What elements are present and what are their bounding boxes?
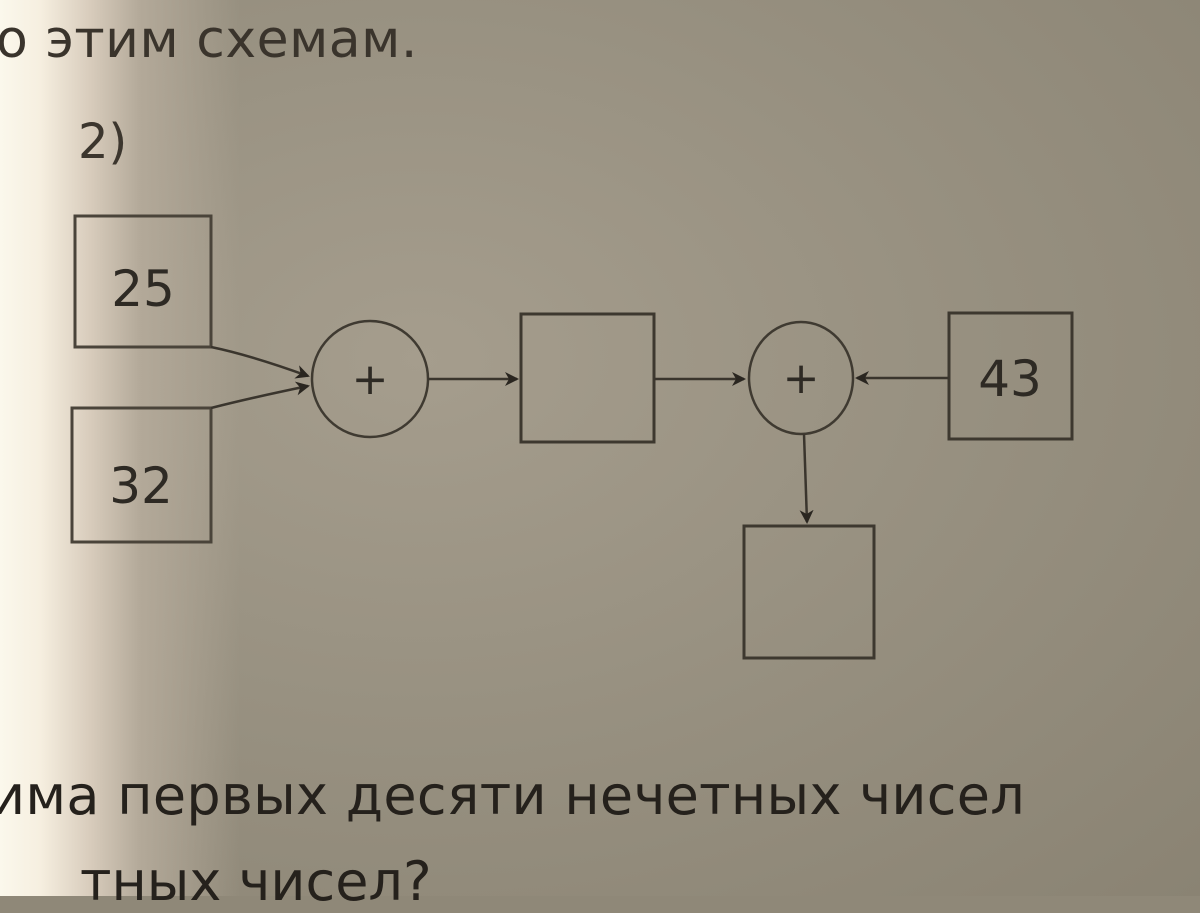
question-text-line2: тных чисел? <box>80 850 432 913</box>
input-box-25: 25 <box>73 214 213 349</box>
arrow-icon <box>799 433 814 524</box>
arrow-icon <box>210 345 310 379</box>
plus-operator-1: + <box>310 319 430 439</box>
question-text-line1: има первых десяти нечетных чисел <box>0 764 1026 827</box>
input-value: 25 <box>111 260 175 318</box>
problem-number: 2) <box>78 114 128 170</box>
plus-icon: + <box>352 354 389 405</box>
input-box-43: 43 <box>947 311 1074 441</box>
instruction-text: о этим схемам. <box>0 10 418 70</box>
arrow-icon <box>210 381 310 410</box>
input-value: 43 <box>978 350 1042 408</box>
intermediate-result-box[interactable] <box>519 312 656 444</box>
plus-operator-2: + <box>747 320 855 436</box>
input-box-32: 32 <box>70 406 213 544</box>
input-value: 32 <box>109 457 173 515</box>
plus-icon: + <box>783 353 820 404</box>
final-result-box[interactable] <box>742 524 876 660</box>
